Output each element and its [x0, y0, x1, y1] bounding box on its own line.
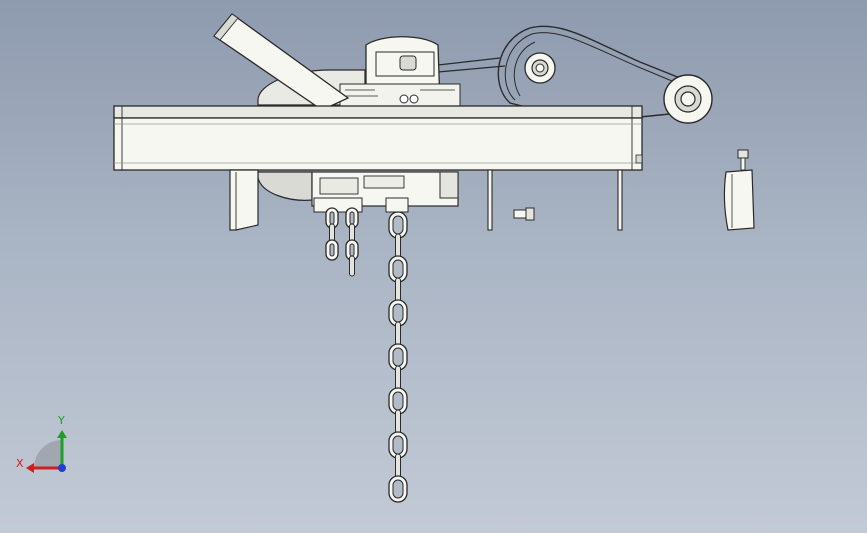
chain-link-hole	[392, 391, 404, 411]
left-bracket[interactable]	[229, 169, 259, 231]
trolley-housing[interactable]	[257, 171, 459, 213]
hand-chain-right[interactable]	[345, 207, 359, 277]
chain-link-hole	[392, 303, 404, 323]
end-cap-bracket[interactable]	[723, 149, 755, 231]
x-axis-label: X	[16, 457, 24, 470]
hand-chain-left[interactable]	[325, 207, 339, 261]
chain-link-hole	[349, 243, 355, 257]
lever-arm[interactable]	[213, 13, 350, 111]
large-pulley[interactable]	[663, 74, 713, 124]
bolt-part[interactable]	[513, 207, 535, 221]
chain-link-hole	[392, 259, 404, 279]
chain-link-hole	[392, 347, 404, 367]
chain-link-hole	[392, 435, 404, 455]
chain-link-hole	[392, 479, 404, 499]
chain-link	[349, 255, 355, 277]
chain-link-hole	[392, 215, 404, 235]
belt-drive[interactable]	[437, 25, 699, 118]
y-axis-label: Y	[58, 414, 65, 427]
i-beam-rail[interactable]	[113, 105, 643, 171]
chain-link-hole	[329, 211, 335, 225]
chain-link-hole	[329, 243, 335, 257]
load-chain[interactable]	[388, 211, 408, 503]
small-pulley[interactable]	[524, 52, 556, 84]
coordinate-triad	[26, 430, 67, 473]
chain-link-hole	[349, 211, 355, 225]
support-rods[interactable]	[487, 169, 623, 231]
